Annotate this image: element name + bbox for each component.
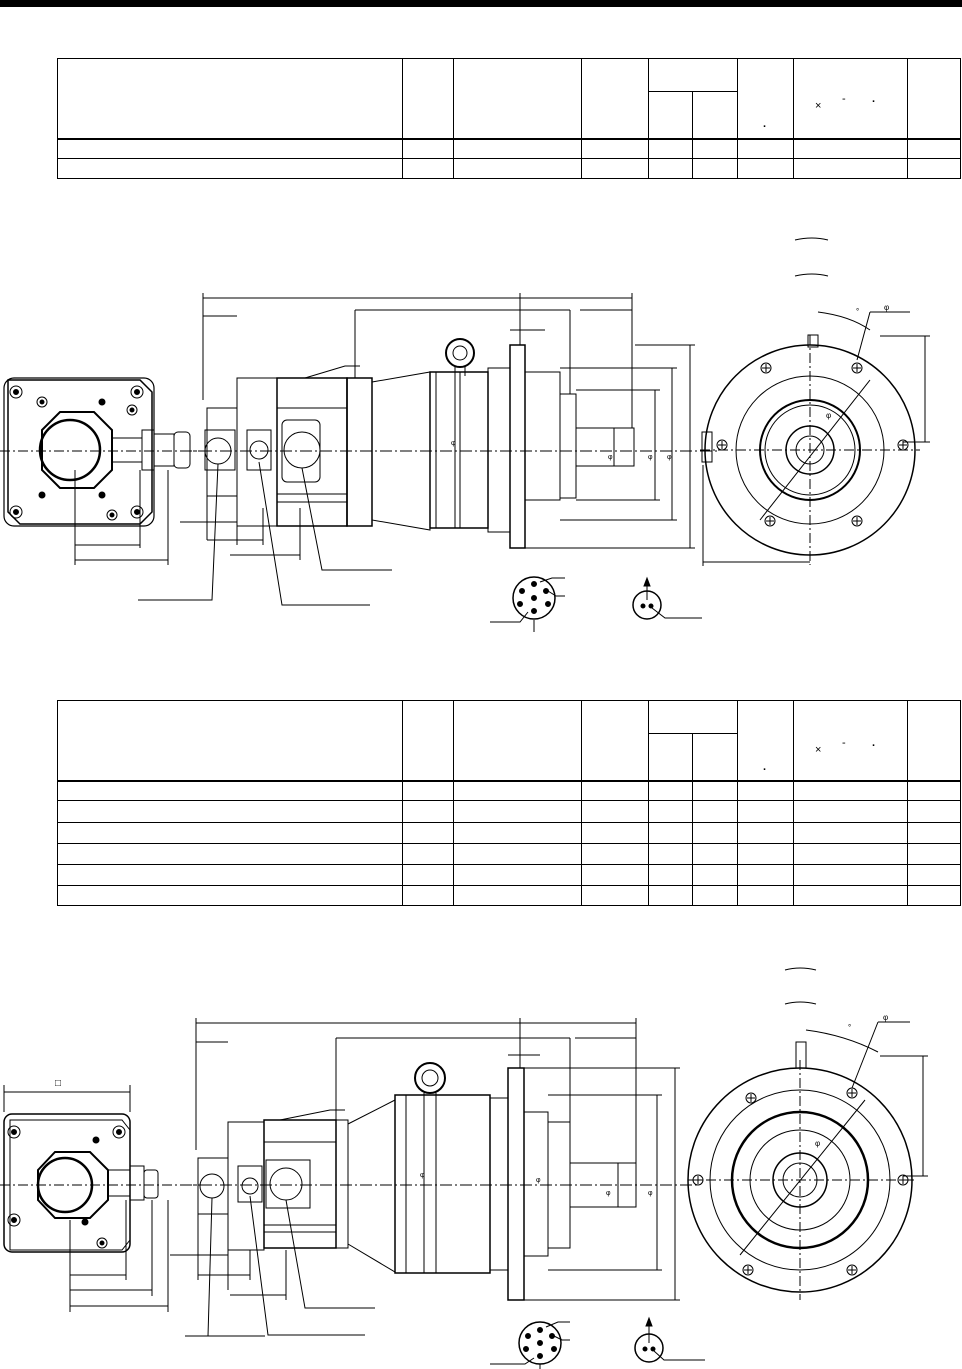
connector-pin-diagram — [490, 576, 702, 632]
diameter-label: φ — [420, 1172, 425, 1179]
motor-drawing-1 — [0, 237, 930, 632]
table-header-cell — [692, 91, 738, 140]
table-header-cell — [793, 700, 908, 782]
table-header-cell — [793, 58, 908, 140]
table-header-cell — [402, 700, 454, 782]
dot-symbol: . — [872, 737, 876, 749]
table-header-cell — [648, 700, 738, 734]
table-header-cell — [402, 58, 454, 140]
degree-label: ° — [856, 307, 860, 316]
multiply-symbol: × — [815, 744, 822, 756]
dot-symbol: . — [763, 761, 767, 773]
table-row — [57, 158, 961, 179]
spec-table-1 — [57, 58, 961, 179]
motor-drawing-2 — [0, 967, 928, 1369]
square-label: □ — [55, 1078, 62, 1089]
diameter-label: φ — [451, 440, 456, 447]
table-row — [57, 822, 961, 844]
diameter-label: φ — [884, 303, 890, 312]
diameter-label: φ — [608, 454, 613, 461]
diameter-label: φ — [536, 1177, 541, 1184]
diameter-label: φ — [667, 454, 672, 461]
diameter-label: φ — [648, 454, 653, 461]
table-row — [57, 864, 961, 886]
dash-symbol: - — [842, 737, 846, 749]
table-header-cell — [648, 91, 693, 140]
rear-end-view — [0, 1085, 200, 1312]
table-header-cell — [648, 58, 738, 92]
table-header-cell — [581, 700, 649, 782]
table-header-cell — [453, 700, 582, 782]
table-row — [57, 780, 961, 801]
table-row — [57, 138, 961, 159]
dash-symbol: - — [842, 93, 846, 105]
side-view — [170, 1018, 700, 1337]
table-row — [57, 843, 961, 865]
table-header-cell — [581, 58, 649, 140]
table-header-cell — [692, 733, 738, 782]
table-header-cell — [907, 700, 961, 782]
diameter-label: φ — [883, 1013, 889, 1022]
table-header-cell — [57, 700, 403, 782]
side-view — [138, 293, 720, 606]
table-header-cell — [57, 58, 403, 140]
diameter-label: φ — [648, 1190, 653, 1197]
diameter-label: φ — [826, 411, 832, 420]
diameter-label: φ — [606, 1190, 611, 1197]
degree-label: ° — [848, 1023, 852, 1032]
diameter-label: φ — [815, 1139, 821, 1148]
table-row — [57, 800, 961, 823]
table-header-cell — [737, 700, 794, 782]
page-header-bar — [0, 0, 962, 7]
table-header-cell — [907, 58, 961, 140]
table-row — [57, 885, 961, 906]
flange-front-view — [687, 967, 928, 1300]
multiply-symbol: × — [815, 100, 822, 112]
flange-front-view — [700, 237, 930, 566]
rear-end-view — [0, 377, 200, 565]
table-header-cell — [737, 58, 794, 140]
table-header-cell — [453, 58, 582, 140]
connector-pin-diagram — [490, 1316, 705, 1369]
dot-symbol: . — [763, 118, 767, 130]
spec-table-2 — [57, 700, 961, 906]
dot-symbol: . — [872, 93, 876, 105]
table-header-cell — [648, 733, 693, 782]
